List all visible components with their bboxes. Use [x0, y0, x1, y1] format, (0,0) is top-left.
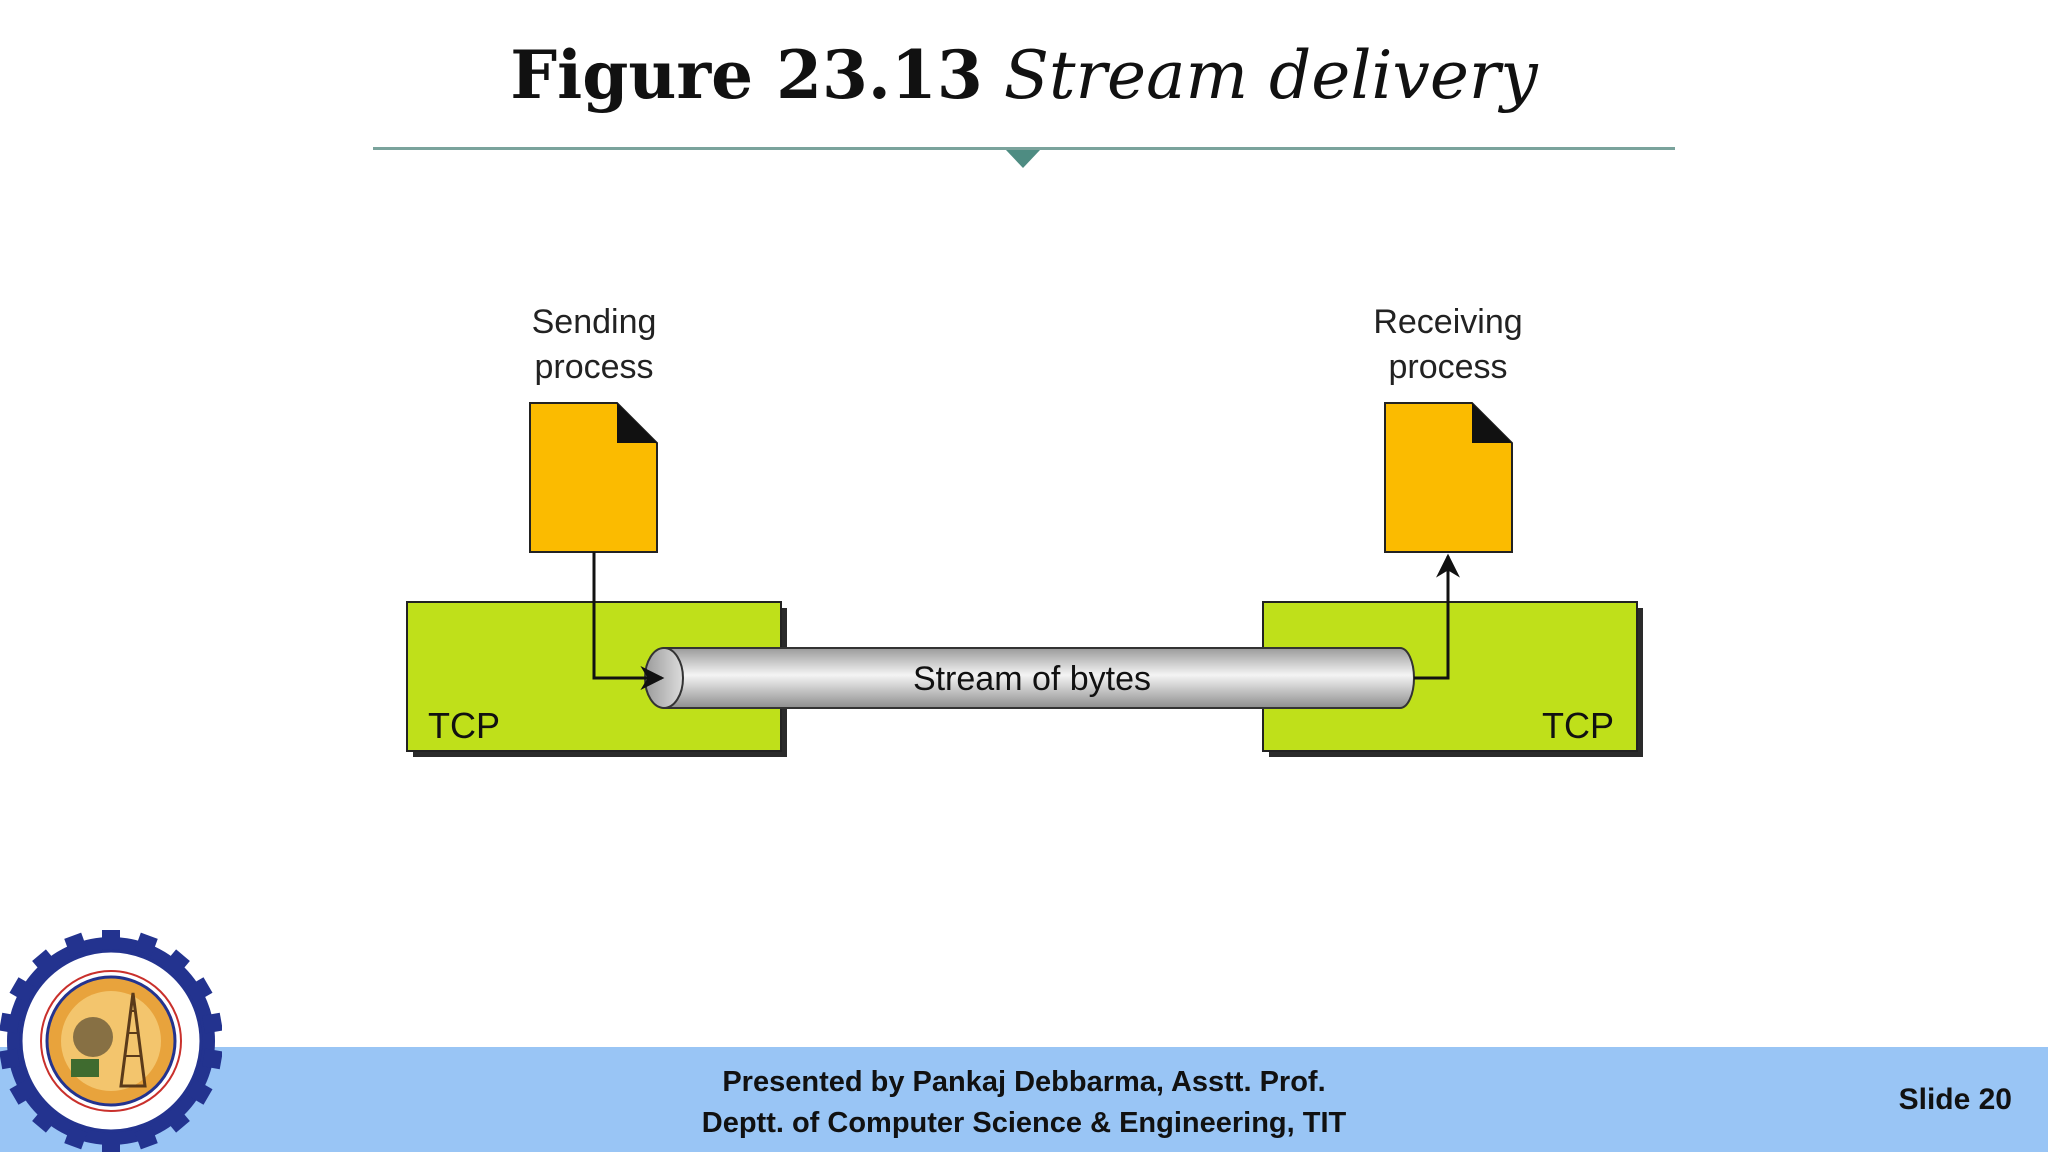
byte-stream-pipe: Stream of bytes	[644, 647, 1415, 709]
divider-marker-icon	[1006, 150, 1040, 168]
slide-title: Figure 23.13 Stream delivery	[0, 30, 2048, 121]
sender-document-icon	[529, 402, 658, 553]
footer-presenter: Presented by Pankaj Debbarma, Asstt. Pro…	[722, 1066, 1326, 1098]
figure-caption: Stream delivery	[1003, 37, 1538, 114]
pipe-label: Stream of bytes	[913, 660, 1151, 698]
footer-department: Deptt. of Computer Science & Engineering…	[701, 1107, 1347, 1139]
receiver-document-icon	[1384, 402, 1513, 553]
receiver-label-line2: process	[1388, 348, 1507, 386]
receiver-tcp-label: TCP	[1542, 705, 1614, 746]
receiver-label-line1: Receiving	[1373, 303, 1522, 341]
sender-label-line1: Sending	[532, 303, 657, 341]
slide-number: Slide 20	[1898, 1083, 2012, 1116]
receive-arrow	[1414, 553, 1460, 680]
figure-number: Figure 23.13	[510, 36, 983, 114]
institute-logo-icon	[0, 930, 222, 1152]
sender-tcp-label: TCP	[428, 705, 500, 746]
send-arrow	[592, 552, 665, 690]
title-divider	[373, 147, 1675, 150]
footer-bar	[0, 1047, 2048, 1152]
sender-label-line2: process	[534, 348, 653, 386]
